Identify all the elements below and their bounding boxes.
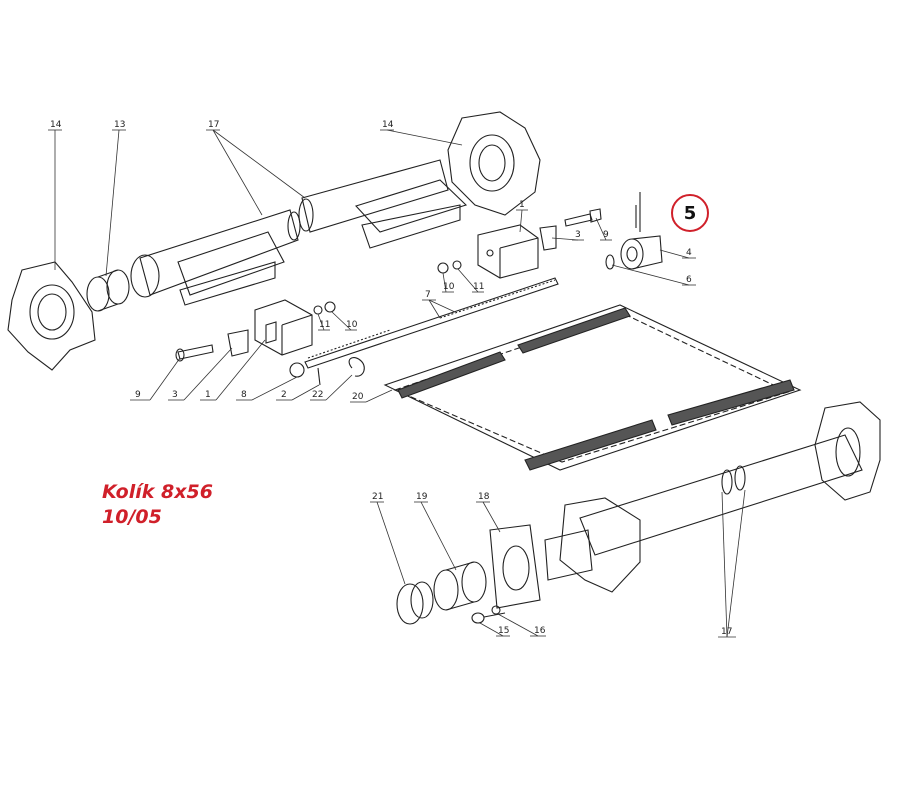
ring-21: [396, 581, 434, 625]
bolt-lower: [175, 344, 214, 362]
star-sprocket-upper-right: [447, 111, 541, 216]
label-14-left: 14: [50, 120, 62, 130]
pin-5: [635, 192, 641, 232]
label-22: 22: [312, 390, 323, 400]
bracket-block-upper: [477, 224, 557, 279]
label-14-right: 14: [382, 120, 394, 130]
label-11-upper: 11: [473, 282, 484, 292]
washer-6: [605, 254, 615, 270]
label-1-upper: 1: [519, 200, 525, 210]
label-3-lower: 3: [172, 390, 178, 400]
label-13: 13: [114, 120, 125, 130]
label-16: 16: [534, 626, 546, 636]
label-21: 21: [372, 492, 383, 502]
tube-upper-left: [130, 209, 301, 306]
main-shaft-lower: [544, 434, 863, 593]
label-17-upper: 17: [208, 120, 219, 130]
label-20: 20: [352, 392, 364, 402]
bracket-block-lower: [227, 299, 313, 357]
label-10-lower: 10: [346, 320, 358, 330]
label-18: 18: [478, 492, 490, 502]
label-3-upper: 3: [575, 230, 581, 240]
highlight-number-badge: 5: [671, 194, 709, 232]
label-17-lower: 17: [721, 627, 732, 637]
label-4: 4: [686, 248, 692, 258]
label-7: 7: [425, 290, 431, 300]
label-15: 15: [498, 626, 509, 636]
part-number-labels: 14 13 17 14 1 3 9 4 6 10 11 7 11 10 9 3 …: [50, 120, 732, 637]
part-code: 10/05: [102, 506, 162, 528]
label-10-upper: 10: [443, 282, 455, 292]
part-name: Kolík 8x56: [102, 481, 213, 503]
label-9-lower: 9: [135, 390, 141, 400]
label-6: 6: [686, 275, 692, 285]
nuts-upper: [437, 260, 462, 274]
tube-upper-middle: [298, 159, 468, 249]
threaded-rod-7: [304, 277, 559, 369]
bolt-15: [471, 605, 506, 624]
nut-8: [289, 362, 305, 378]
hub-4: [620, 235, 663, 270]
leader-lines: [48, 129, 746, 638]
label-19: 19: [416, 492, 428, 502]
star-sprocket-left: [7, 261, 96, 371]
label-9-upper: 9: [603, 230, 609, 240]
label-1-lower: 1: [205, 390, 211, 400]
bolt-upper: [564, 208, 602, 227]
highlight-number: 5: [683, 202, 697, 224]
clip-22: [317, 357, 365, 386]
bushing-19: [433, 561, 487, 611]
part-caption: Kolík 8x56 10/05: [102, 480, 213, 530]
flange-plate-18: [489, 524, 541, 609]
chain-frame-20: [383, 304, 802, 471]
bushing-13: [86, 269, 130, 312]
label-2: 2: [281, 390, 287, 400]
star-sprocket-right: [814, 401, 881, 501]
label-11-lower: 11: [319, 320, 330, 330]
label-8: 8: [241, 390, 247, 400]
